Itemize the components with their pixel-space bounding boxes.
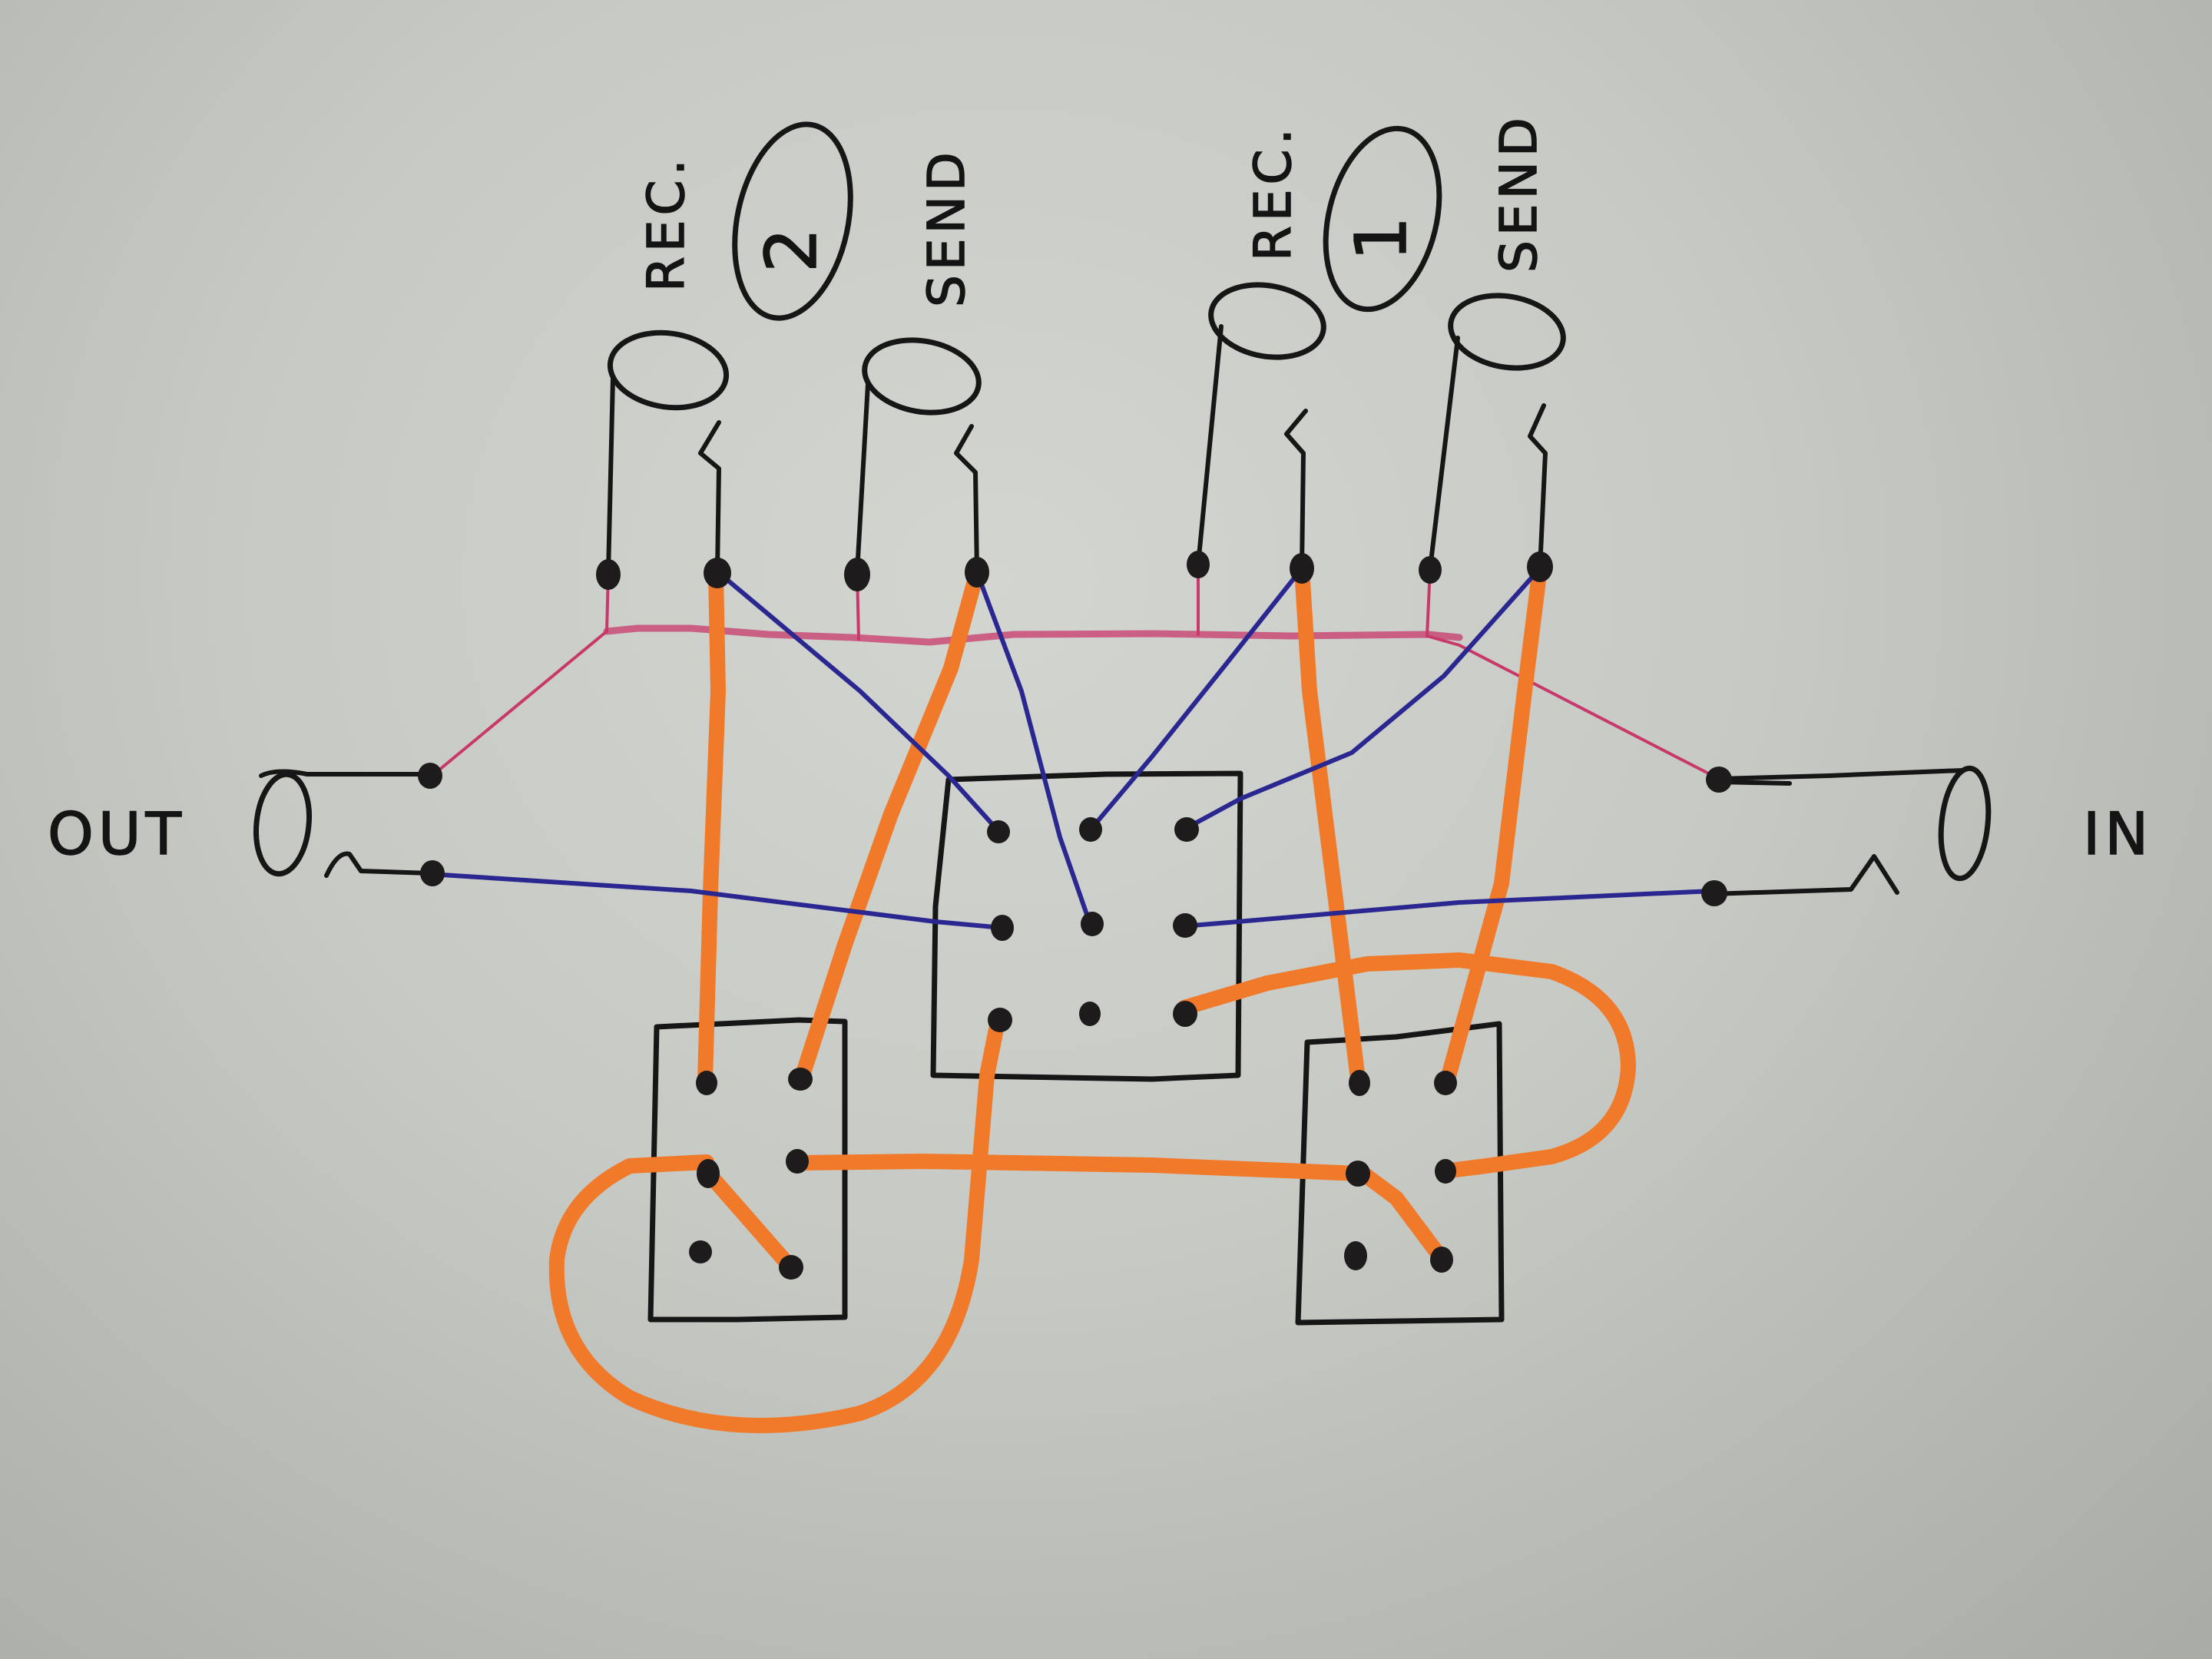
loop1-send-label: SEND (1489, 113, 1548, 273)
loop2-dpdt-switch (647, 1017, 848, 1323)
loop1-number-badge: 1 (1323, 125, 1442, 313)
loop1-number: 1 (1340, 211, 1422, 261)
out-jack (253, 769, 432, 878)
loop2-send-label: SEND (917, 147, 976, 307)
in-jack (1709, 765, 1992, 896)
out-label: OUT (48, 800, 186, 868)
main-3pdt-switch (930, 770, 1243, 1082)
loop1-rec-jack (1196, 282, 1326, 571)
jack-labels: REC. SEND REC. SEND 2 1 OUT IN (47, 112, 2153, 868)
in-label: IN (2083, 800, 2153, 868)
loop1-send-jack (1428, 293, 1566, 571)
loop2-number-badge: 2 (732, 121, 853, 321)
loop2-rec-jack (606, 329, 730, 575)
loop2-rec-label: REC. (637, 154, 696, 292)
loop2-number: 2 (750, 223, 833, 273)
loop1-dpdt-switch (1295, 1021, 1505, 1326)
terminals (418, 551, 1732, 1280)
loop2-send-jack (855, 337, 982, 575)
blue-tip-wires (428, 566, 1715, 930)
loop1-rec-label: REC. (1243, 124, 1303, 261)
orange-signal-wires (548, 561, 1636, 1433)
